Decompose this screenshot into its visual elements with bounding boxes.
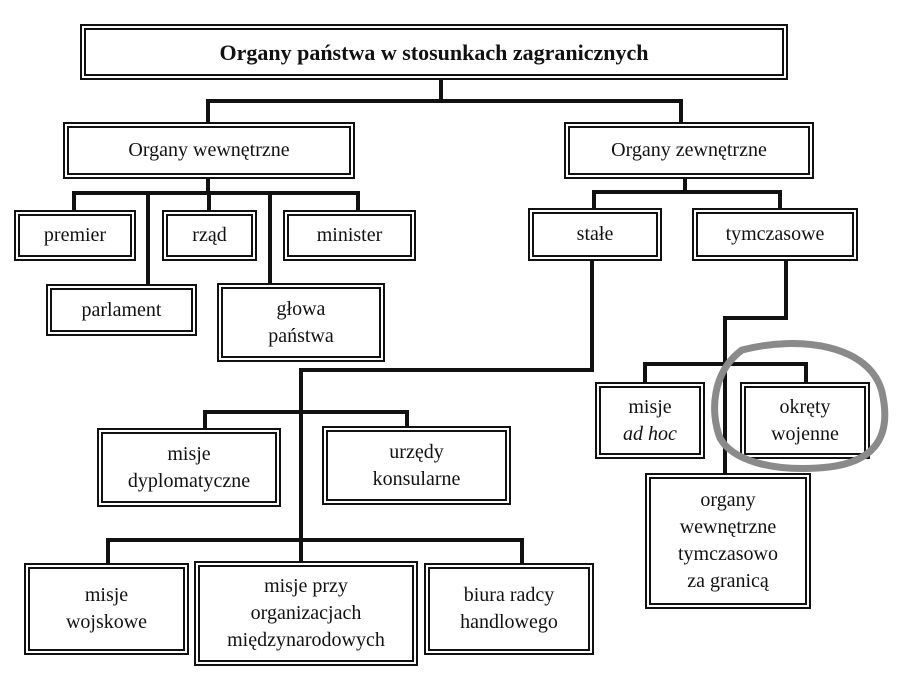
premier-text: premier xyxy=(43,224,107,246)
organy-tymczasowo-line-2: wewnętrzne xyxy=(679,516,777,538)
misje-wojskowe-line-2: wojskowe xyxy=(65,611,148,633)
biura-radcy-line-2: handlowego xyxy=(460,611,558,633)
parlament-text: parlament xyxy=(81,298,162,321)
node-misje-ad-hoc: misje ad hoc xyxy=(599,386,701,455)
node-misje-przy-organizacjach: misje przy organizacjach międzynarodowyc… xyxy=(198,565,414,662)
okrety-line-2: wojenne xyxy=(771,422,839,445)
organy-tymczasowo-line-1: organy xyxy=(700,489,756,511)
misje-przy-org-line-3: międzynarodowych xyxy=(227,629,385,651)
misje-ad-hoc-line-1: misje xyxy=(628,395,672,418)
glowa-line-2: państwa xyxy=(268,324,334,347)
node-organy-tymczasowo: organy wewnętrzne tymczasowo za granicą xyxy=(649,477,807,605)
misje-dyplomatyczne-line-2: dyplomatyczne xyxy=(127,469,251,492)
title-text: Organy państwa w stosunkach zagranicznyc… xyxy=(219,39,649,65)
external-label: Organy zewnętrzne xyxy=(611,139,767,161)
node-external-organs: Organy zewnętrzne xyxy=(568,126,810,175)
biura-radcy-line-1: biura radcy xyxy=(463,584,555,606)
misje-przy-org-line-2: organizacjach xyxy=(250,602,362,624)
tymczasowe-text: tymczasowe xyxy=(725,223,825,245)
misje-wojskowe-line-1: misje xyxy=(84,584,129,606)
node-premier: premier xyxy=(18,214,132,257)
node-minister: minister xyxy=(287,214,412,257)
node-internal-organs: Organy wewnętrzne xyxy=(67,126,351,175)
node-okrety-wojenne: okręty wojenne xyxy=(744,386,866,455)
urzedy-konsularne-line-1: urzędy xyxy=(389,440,444,463)
node-urzedy-konsularne: urzędy konsularne xyxy=(326,430,507,501)
node-stale: stałe xyxy=(532,212,658,257)
urzedy-konsularne-line-2: konsularne xyxy=(372,467,461,490)
misje-dyplomatyczne-line-1: misje xyxy=(167,442,211,465)
glowa-line-1: głowa xyxy=(276,297,326,320)
rzad-text: rząd xyxy=(192,224,227,246)
node-glowa-panstwa: głowa państwa xyxy=(221,287,381,358)
stale-text: stałe xyxy=(576,223,614,245)
node-title: Organy państwa w stosunkach zagranicznyc… xyxy=(84,28,784,76)
misje-przy-org-line-1: misje przy xyxy=(264,575,348,597)
organy-tymczasowo-line-3: tymczasowo xyxy=(678,543,778,565)
node-tymczasowe: tymczasowe xyxy=(696,212,854,257)
node-rzad: rząd xyxy=(166,214,253,257)
node-misje-dyplomatyczne: misje dyplomatyczne xyxy=(101,432,277,503)
node-biura-radcy: biura radcy handlowego xyxy=(428,567,590,651)
minister-text: minister xyxy=(316,224,383,246)
okrety-line-1: okręty xyxy=(779,395,831,418)
internal-label: Organy wewnętrzne xyxy=(128,139,290,161)
organy-tymczasowo-line-4: za granicą xyxy=(687,570,769,592)
node-misje-wojskowe: misje wojskowe xyxy=(28,567,185,651)
node-parlament: parlament xyxy=(50,288,193,332)
misje-ad-hoc-line-2: ad hoc xyxy=(623,422,677,445)
